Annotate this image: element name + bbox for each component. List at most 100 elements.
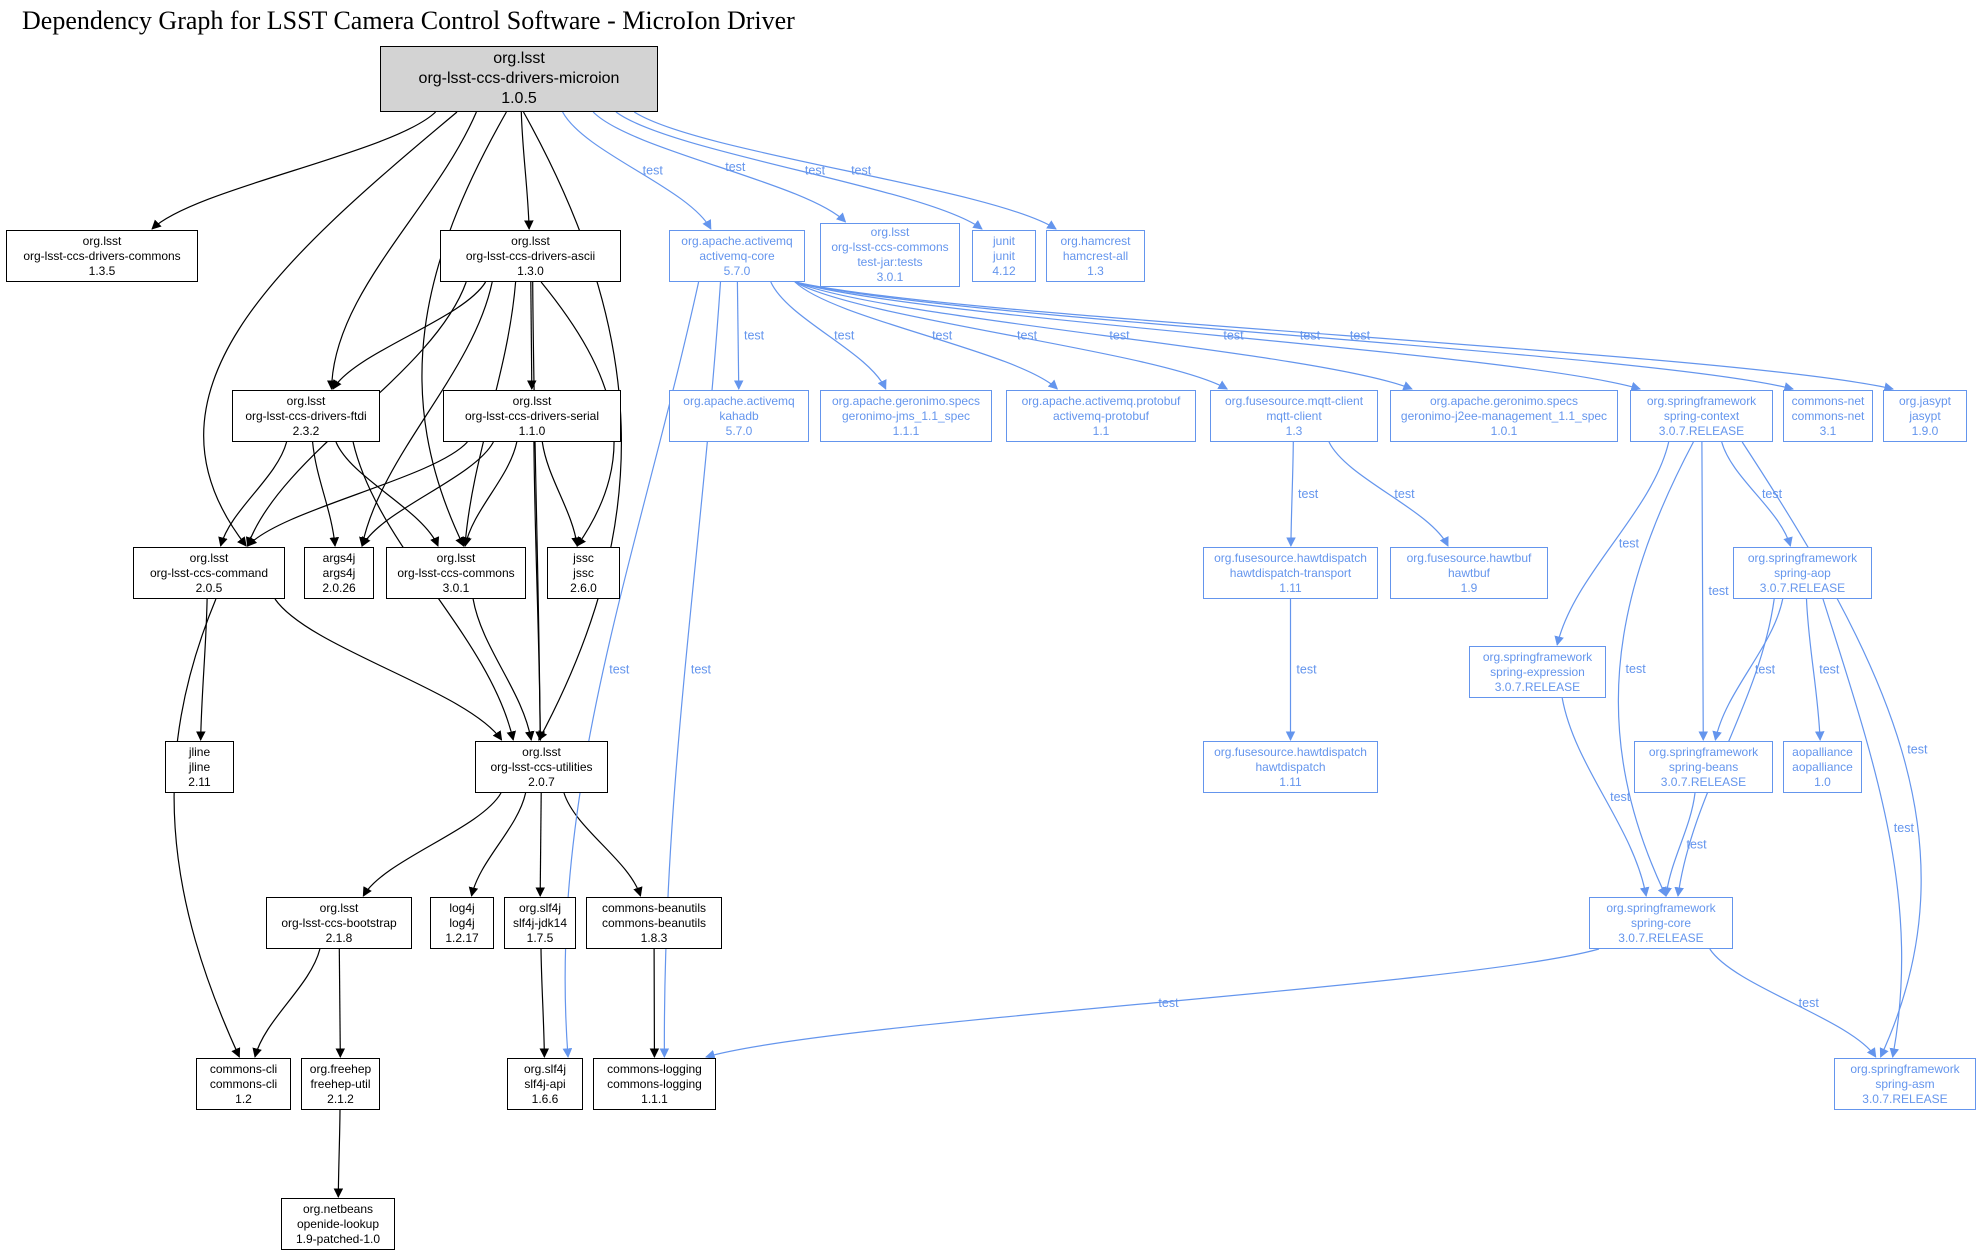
- node-label-line: jssc: [573, 550, 594, 565]
- edge-microion-drivers_commons: [151, 111, 437, 230]
- node-label-line: 2.1.8: [325, 930, 353, 945]
- node-label-line: org.fusesource.hawtbuf: [1406, 550, 1532, 565]
- node-label-line: 1.1.1: [641, 1091, 668, 1106]
- edge-label-microion-activemq_core: test: [643, 164, 664, 178]
- node-label-line: 4.12: [992, 263, 1016, 278]
- node-label-line: commons-logging: [607, 1076, 702, 1091]
- node-label-line: org.springframework: [1606, 900, 1716, 915]
- edge-label-activemq_core-commons_net: test: [1300, 329, 1321, 343]
- edge-label-activemq_core-activemq_protobuf: test: [932, 329, 953, 343]
- node-label-line: org.lsst: [512, 393, 552, 408]
- node-label-line: commons-beanutils: [601, 915, 707, 930]
- node-label-line: org.springframework: [1850, 1061, 1960, 1076]
- edge-label-activemq_core-geronimo_j2ee: test: [1109, 329, 1130, 343]
- node-label-line: aopalliance: [1792, 759, 1853, 774]
- edge-label-spring_aop-aopalliance: test: [1819, 663, 1840, 677]
- node-label-line: 1.1.0: [518, 423, 546, 438]
- node-label-line: org-lsst-ccs-drivers-serial: [464, 408, 599, 423]
- edge-microion-test_jar: [592, 111, 847, 223]
- edge-utilities-slf4j_jdk14: [535, 792, 546, 897]
- edge-label-activemq_core-slf4j_api: test: [609, 663, 630, 677]
- node-label-line: org.apache.activemq: [681, 233, 793, 248]
- edge-activemq_core-geronimo_j2ee: [794, 281, 1413, 391]
- edge-drivers_serial-args4j: [361, 441, 494, 547]
- edge-bootstrap-freehep_util: [335, 948, 346, 1058]
- node-label-line: 1.8.3: [640, 930, 668, 945]
- node-label-line: log4j: [449, 900, 475, 915]
- node-label-line: org.fusesource.mqtt-client: [1224, 393, 1364, 408]
- node-label-line: 5.7.0: [725, 423, 753, 438]
- node-label-line: test-jar:tests: [857, 255, 923, 269]
- edge-command-utilities: [274, 598, 503, 741]
- node-label-line: org.springframework: [1747, 550, 1858, 565]
- edge-label-spring_context-spring_expression: test: [1619, 537, 1640, 551]
- edge-drivers_ascii-drivers_ftdi: [332, 281, 487, 390]
- node-label-line: commons-beanutils: [601, 900, 707, 915]
- edge-label-spring_context-spring_core: test: [1626, 662, 1647, 676]
- edge-bootstrap-commons_cli: [252, 948, 321, 1058]
- edge-command-jline: [196, 598, 208, 741]
- node-label-line: args4j: [322, 565, 356, 580]
- node-label-line: org.lsst: [319, 900, 359, 915]
- edge-utilities-bootstrap: [362, 792, 502, 897]
- edge-spring_core-commons_logging: [705, 948, 1600, 1060]
- node-label-line: org.netbeans: [302, 1201, 374, 1216]
- edge-label-mqtt_client-hawtbuf: test: [1394, 487, 1415, 501]
- node-label-line: org.apache.geronimo.specs: [1429, 393, 1579, 408]
- node-label-line: activemq-protobuf: [1052, 408, 1150, 423]
- edge-label-spring_aop-spring_asm: test: [1894, 821, 1915, 835]
- node-label-line: 1.2: [235, 1091, 252, 1106]
- node-label-line: 1.0.1: [1490, 423, 1518, 438]
- node-label-line: 5.7.0: [723, 263, 751, 278]
- edge-spring_context-spring_core: [1617, 441, 1694, 897]
- edge-label-hawt_transport-hawtdispatch: test: [1296, 663, 1317, 677]
- node-label-line: 2.0.26: [322, 580, 356, 595]
- node-label-line: geronimo-j2ee-management_1.1_spec: [1400, 408, 1608, 423]
- node-label-line: org-lsst-ccs-drivers-ascii: [465, 248, 596, 263]
- node-label-line: freehep-util: [310, 1076, 371, 1091]
- edge-label-spring_beans-spring_core: test: [1686, 838, 1707, 852]
- edge-spring_context-spring_aop: [1721, 441, 1793, 547]
- node-label-line: 1.0.5: [501, 90, 537, 107]
- node-label-line: org.lsst: [493, 50, 545, 67]
- edge-mqtt_client-hawtbuf: [1328, 441, 1449, 547]
- edge-activemq_core-spring_context: [794, 281, 1641, 392]
- node-label-line: 2.0.7: [528, 774, 555, 789]
- node-label-line: hawtbuf: [1447, 565, 1491, 580]
- node-label-line: jline: [188, 744, 211, 759]
- node-label-line: kahadb: [719, 408, 759, 423]
- node-label-line: geronimo-jms_1.1_spec: [841, 408, 971, 423]
- edge-spring_context-spring_expression: [1554, 441, 1670, 646]
- node-label-line: 1.3.0: [517, 263, 544, 278]
- node-label-line: hawtdispatch: [1255, 759, 1326, 774]
- edge-utilities-commons_beanutils: [563, 792, 643, 897]
- edge-activemq_core-jasypt: [794, 281, 1894, 392]
- node-label-line: org.springframework: [1646, 393, 1757, 408]
- edge-microion-drivers_ascii: [520, 111, 534, 230]
- node-label-line: spring-aop: [1774, 565, 1831, 580]
- node-label-line: 1.6.6: [531, 1091, 559, 1106]
- node-label-line: org.freehep: [309, 1061, 372, 1076]
- edge-label-activemq_core-mqtt_client: test: [1017, 329, 1038, 343]
- node-label-line: junit: [992, 233, 1015, 248]
- node-label-line: 1.11: [1279, 580, 1302, 595]
- edge-drivers_ftdi-args4j: [312, 441, 340, 547]
- node-label-line: org-lsst-ccs-drivers-commons: [23, 248, 181, 263]
- node-label-line: org.lsst: [286, 393, 326, 408]
